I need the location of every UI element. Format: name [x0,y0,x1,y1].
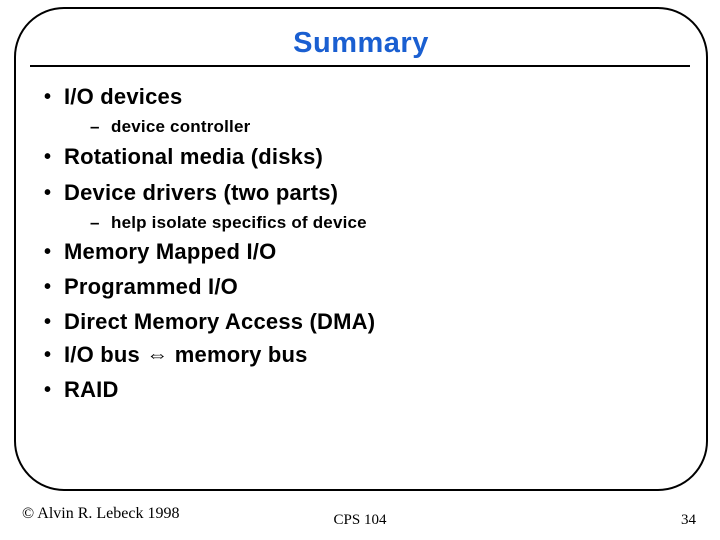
dash-marker: – [90,213,100,232]
footer-copyright: © Alvin R. Lebeck 1998 [22,505,180,522]
sub-bullet-item: – device controller [16,118,250,135]
bullet-text: Rotational media (disks) [64,144,324,169]
bullet-item: • I/O bus ⇔ memory bus [16,344,308,366]
footer-page-number: 34 [681,512,696,528]
bullet-item: • RAID [16,379,119,401]
slide-title: Summary [293,27,429,59]
footer-course-label: CPS 104 [333,512,387,528]
bullet-text: I/O devices [64,84,183,109]
bullet-marker: • [44,276,52,298]
sub-bullet-item: – help isolate specifics of device [16,214,367,231]
bullet-item: • Programmed I/O [16,276,238,298]
bullet-text: Direct Memory Access (DMA) [64,309,376,334]
bullet-item: • Rotational media (disks) [16,146,323,168]
bullet-marker: • [44,146,52,168]
bullet-text: Programmed I/O [64,274,238,299]
title-underline [30,65,690,67]
bullet-text: I/O bus ⇔ memory bus [64,342,308,367]
bullet-text: Memory Mapped I/O [64,239,277,264]
bullet-marker: • [44,86,52,108]
bullet-item: • Memory Mapped I/O [16,241,276,263]
bullet-item: • Device drivers (two parts) [16,182,338,204]
bullet-marker: • [44,379,52,401]
bullet-marker: • [44,182,52,204]
bullet-text: RAID [64,377,119,402]
slide-frame: Summary • I/O devices – device controlle… [14,7,708,491]
sub-bullet-text: device controller [111,117,251,136]
bullet-marker: • [44,241,52,263]
bullet-item: • Direct Memory Access (DMA) [16,311,375,333]
bullet-marker: • [44,311,52,333]
sub-bullet-text: help isolate specifics of device [111,213,367,232]
bullet-text: Device drivers (two parts) [64,180,339,205]
bullet-marker: • [44,344,52,366]
bullet-item: • I/O devices [16,86,182,108]
dash-marker: – [90,117,100,136]
